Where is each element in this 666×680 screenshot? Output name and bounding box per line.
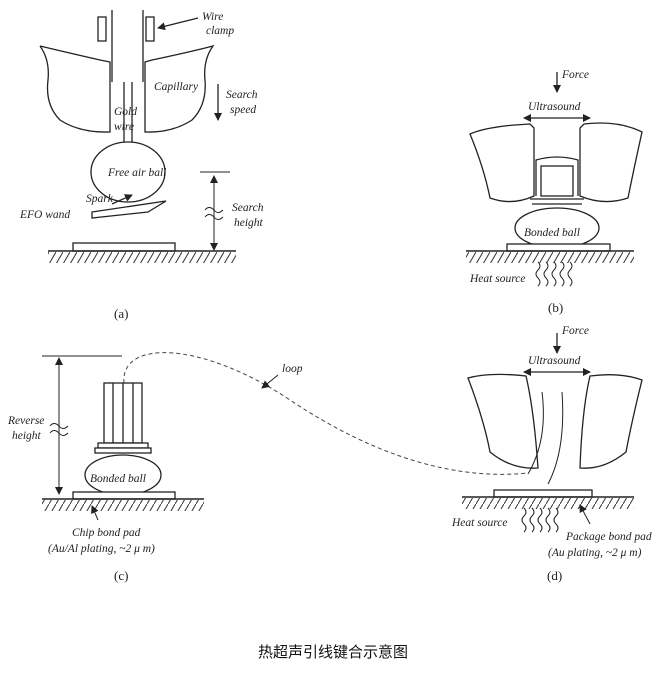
spark-arrow xyxy=(111,194,133,205)
label-wire-clamp: Wire xyxy=(202,11,223,23)
panel-a xyxy=(39,10,236,263)
label-bonded-ball: Bonded ball xyxy=(90,473,146,485)
label-search-speed: Search xyxy=(226,89,258,101)
panel-d xyxy=(462,333,643,533)
label-search-height: height xyxy=(234,217,264,229)
substrate-pad xyxy=(506,243,611,252)
label-gold-wire: wire xyxy=(114,121,134,133)
capillary xyxy=(39,44,215,133)
figure-caption: 热超声引线键合示意图 xyxy=(257,643,408,661)
label-ultrasound: Ultrasound xyxy=(528,355,581,367)
efo-wand xyxy=(91,200,167,219)
chip-bond-pad xyxy=(72,491,176,500)
label-gold-wire: Gold xyxy=(114,106,137,118)
label-heat-source: Heat source xyxy=(469,273,525,285)
panel-b xyxy=(466,72,643,287)
wire-clamp xyxy=(97,16,107,42)
label-chip-bond-pad: Chip bond pad xyxy=(72,527,141,539)
label-heat-source: Heat source xyxy=(451,517,507,529)
label-wire-clamp: clamp xyxy=(206,25,234,37)
label-bonded-ball: Bonded ball xyxy=(524,227,580,239)
panel-label-b: (b) xyxy=(548,300,563,315)
package-bond-pad xyxy=(493,489,593,498)
panel-label-c: (c) xyxy=(114,568,128,583)
label-reverse-height: height xyxy=(12,430,42,442)
panel-c xyxy=(42,355,204,521)
label-chip-bond-pad: (Au/Al plating, ~2 μ m) xyxy=(48,543,155,555)
free-air-ball xyxy=(90,141,166,203)
capillary xyxy=(467,373,539,469)
label-free-air-ball: Free air ball xyxy=(107,167,166,179)
label-search-height: Search xyxy=(232,202,264,214)
label-loop: loop xyxy=(282,363,303,375)
capillary xyxy=(469,123,535,203)
panel-label-a: (a) xyxy=(114,306,128,321)
label-reverse-height: Reverse xyxy=(7,415,44,427)
capillary xyxy=(579,374,643,469)
label-package-bond-pad: Package bond pad xyxy=(565,531,652,543)
label-capillary: Capillary xyxy=(154,81,199,93)
substrate-pad xyxy=(72,242,176,252)
wire-clamp xyxy=(145,16,155,42)
panel-label-d: (d) xyxy=(547,568,562,583)
label-efo-wand: EFO wand xyxy=(19,209,70,221)
label-spark: Spark xyxy=(86,193,114,205)
capillary xyxy=(579,122,643,203)
wire-loop xyxy=(123,352,529,475)
label-package-bond-pad: (Au plating, ~2 μ m) xyxy=(548,547,642,559)
label-force: Force xyxy=(561,325,589,337)
label-force: Force xyxy=(561,69,589,81)
label-search-speed: speed xyxy=(230,104,256,116)
label-ultrasound: Ultrasound xyxy=(528,101,581,113)
